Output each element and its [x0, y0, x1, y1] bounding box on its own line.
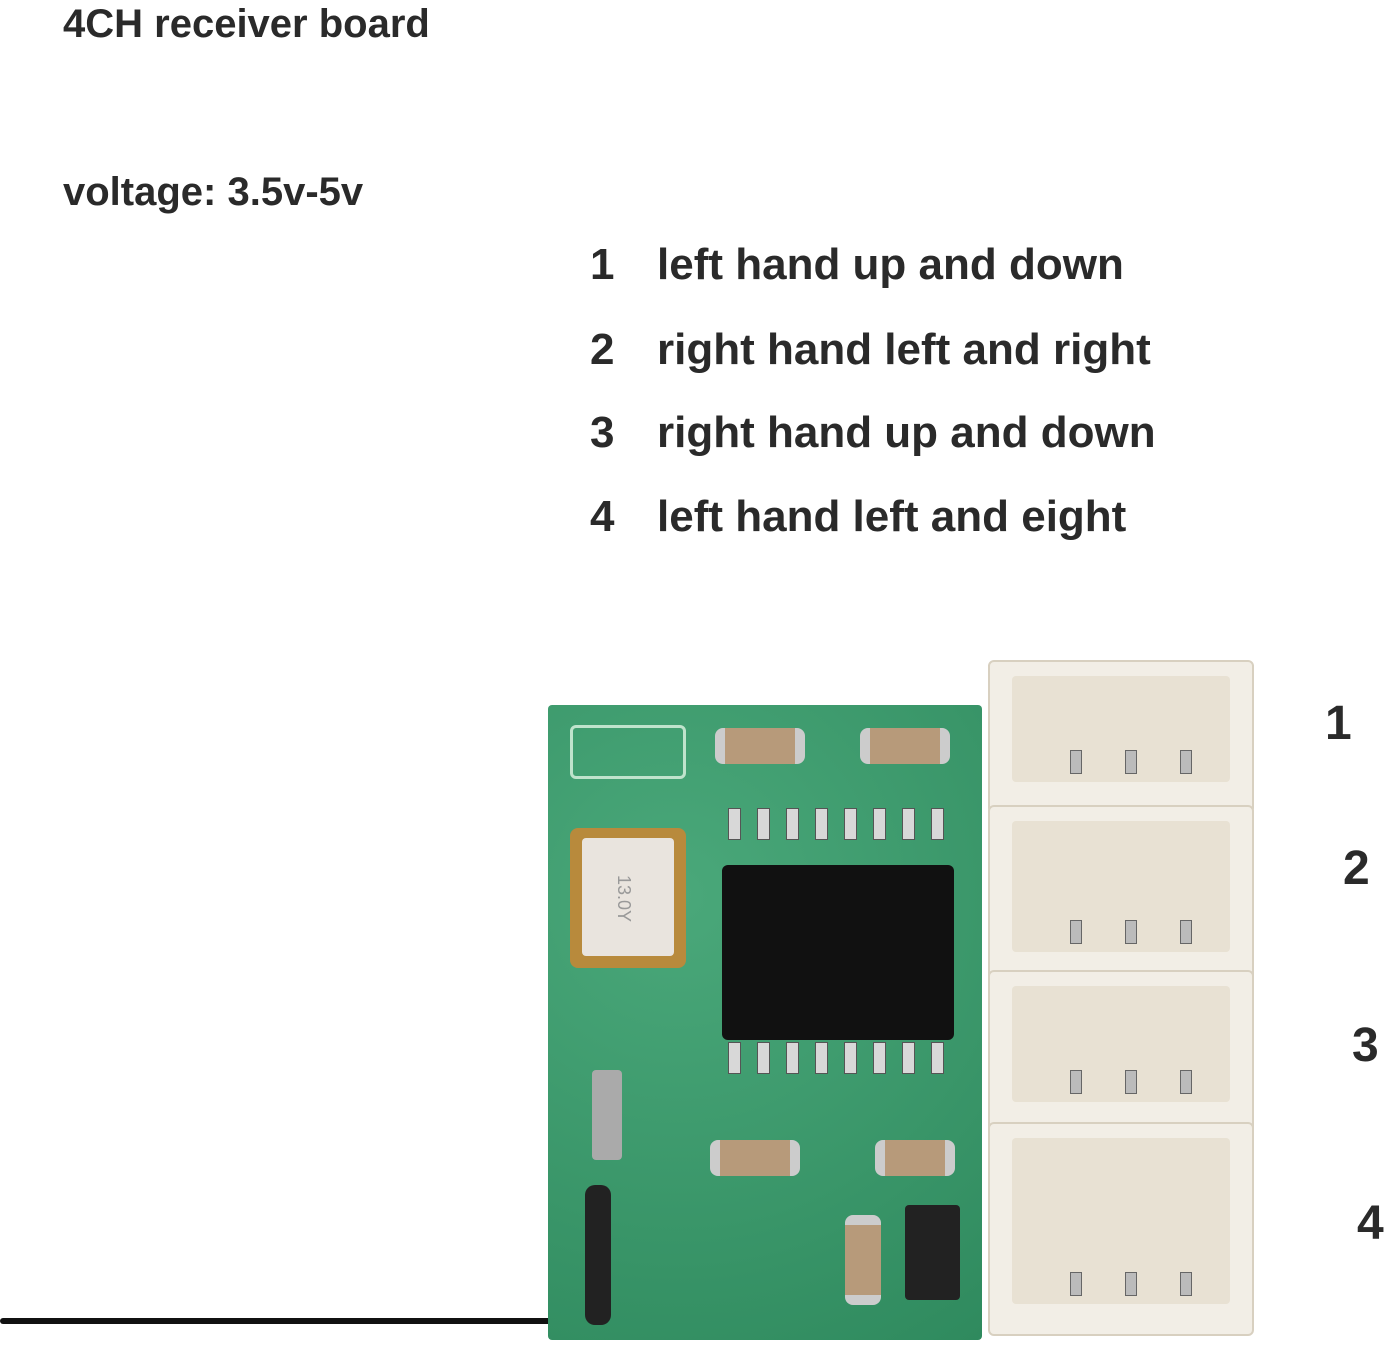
connector-pin	[1180, 750, 1192, 774]
connector-pin	[1070, 920, 1082, 944]
ic-pin	[873, 1042, 886, 1074]
antenna-solder	[585, 1185, 611, 1325]
port-label: 1	[1325, 697, 1352, 750]
ic-pin	[931, 808, 944, 840]
connector-housing	[988, 970, 1254, 1134]
connector-pin	[1125, 750, 1137, 774]
connector-housing	[988, 1122, 1254, 1336]
connector-pin	[1125, 920, 1137, 944]
led-pad	[570, 725, 686, 779]
title: 4CH receiver board	[63, 2, 430, 46]
capacitor	[845, 1215, 881, 1305]
ic-pin	[757, 1042, 770, 1074]
connector-pin	[1070, 750, 1082, 774]
connector-stack	[978, 660, 1273, 1336]
capacitor	[860, 728, 950, 764]
channel-item: 1 left hand up and down	[590, 243, 1124, 287]
ic-pin	[902, 1042, 915, 1074]
ic-pin	[873, 808, 886, 840]
channel-desc: left hand left and eight	[657, 492, 1127, 541]
channel-number: 1	[590, 240, 615, 289]
ic-pin	[757, 808, 770, 840]
ic-pin	[844, 1042, 857, 1074]
channel-item: 3 right hand up and down	[590, 411, 1156, 455]
antenna-wire	[0, 1318, 590, 1324]
connector-housing	[988, 805, 1254, 984]
ic-pin	[931, 1042, 944, 1074]
port-label: 3	[1352, 1019, 1379, 1072]
port-label: 4	[1357, 1197, 1384, 1250]
port-label: 2	[1343, 842, 1370, 895]
connector-pin	[1180, 920, 1192, 944]
connector-housing	[988, 660, 1254, 814]
connector-pin	[1180, 1272, 1192, 1296]
solder-pad	[592, 1070, 622, 1160]
channel-number: 3	[590, 408, 615, 457]
ic-pin	[728, 1042, 741, 1074]
ic-pin	[815, 1042, 828, 1074]
channel-item: 2 right hand left and right	[590, 328, 1151, 372]
ic-pin	[728, 808, 741, 840]
ic-pin	[844, 808, 857, 840]
connector-pin	[1070, 1070, 1082, 1094]
connector-pin	[1125, 1070, 1137, 1094]
channel-desc: right hand up and down	[657, 408, 1156, 457]
voltage-spec: voltage: 3.5v-5v	[63, 170, 364, 214]
capacitor	[715, 728, 805, 764]
channel-item: 4 left hand left and eight	[590, 495, 1126, 539]
channel-desc: right hand left and right	[657, 325, 1151, 374]
connector-pin	[1070, 1272, 1082, 1296]
ic-pin	[815, 808, 828, 840]
connector-pin	[1180, 1070, 1192, 1094]
capacitor	[875, 1140, 955, 1176]
ic-pin	[786, 1042, 799, 1074]
diode	[905, 1205, 960, 1300]
connector-pin	[1125, 1272, 1137, 1296]
ic-pin	[786, 808, 799, 840]
ic-chip	[722, 865, 954, 1040]
crystal-oscillator: 13.0Y	[570, 828, 686, 968]
channel-number: 2	[590, 325, 615, 374]
ic-pin	[902, 808, 915, 840]
capacitor	[710, 1140, 800, 1176]
crystal-marking: 13.0Y	[614, 874, 635, 923]
channel-desc: left hand up and down	[657, 240, 1124, 289]
channel-number: 4	[590, 492, 615, 541]
